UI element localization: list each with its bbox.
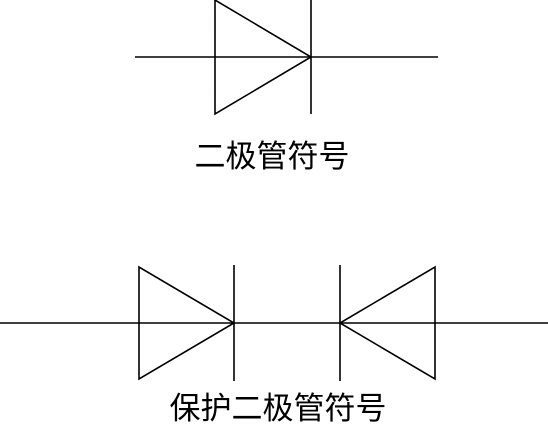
protection-diode-symbol	[0, 265, 548, 381]
right-diode-triangle	[338, 265, 436, 381]
protection-diode-symbol-caption: 保护二极管符号	[169, 391, 387, 427]
left-diode-triangle	[138, 265, 236, 381]
diode-symbol-caption: 二极管符号	[194, 139, 350, 175]
diode-symbol	[135, 0, 438, 116]
diode-anode-triangle	[214, 0, 313, 116]
